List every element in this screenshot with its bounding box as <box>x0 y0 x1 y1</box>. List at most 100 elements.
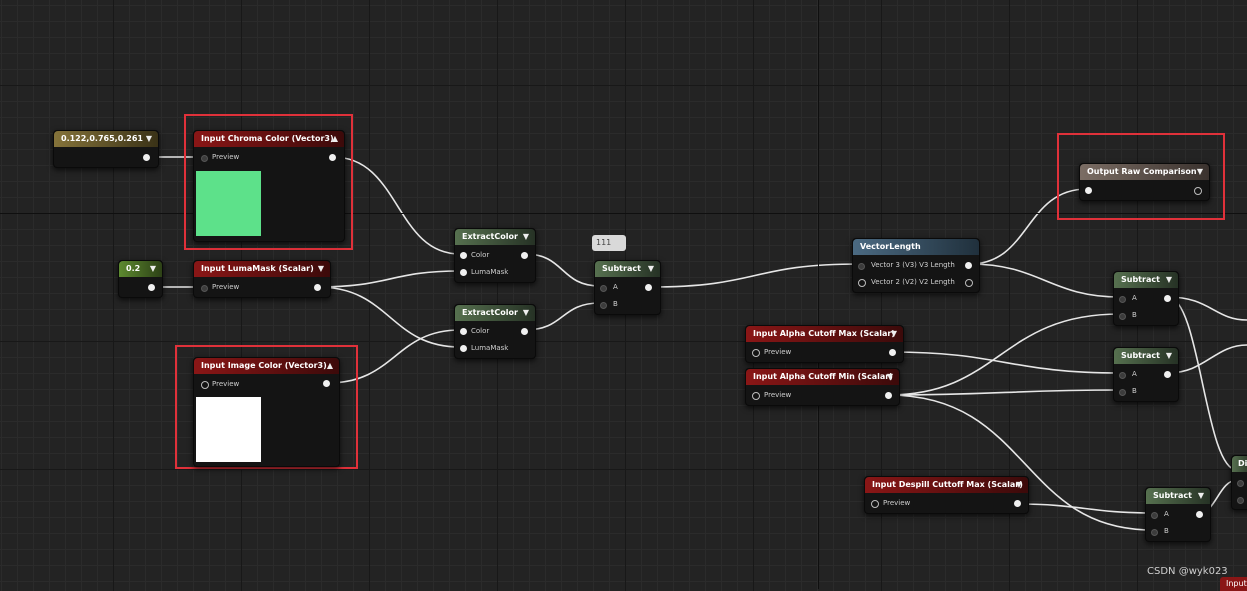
input-pin-b[interactable] <box>1151 529 1158 536</box>
node-header[interactable]: Di <box>1232 456 1247 472</box>
node-input-chroma-color[interactable]: Input Chroma Color (Vector3)▲ Preview <box>193 130 345 242</box>
input-pin-a[interactable] <box>1151 512 1158 519</box>
node-header[interactable]: Subtract▼ <box>1114 272 1178 288</box>
node-output-raw-comparison[interactable]: Output Raw Comparison▼ <box>1079 163 1210 201</box>
node-header[interactable]: Subtract▼ <box>1114 348 1178 364</box>
node-divide-partial[interactable]: Di <box>1231 455 1247 510</box>
node-header[interactable]: Input Alpha Cutoff Max (Scalar)▼ <box>746 326 903 342</box>
output-pin[interactable] <box>885 392 892 399</box>
node-subtract-r3[interactable]: Subtract▼ A B <box>1145 487 1211 542</box>
collapse-arrow-icon[interactable]: ▼ <box>890 329 897 338</box>
output-pin[interactable] <box>148 284 155 291</box>
pin-label-lumamask: LumaMask <box>471 268 509 276</box>
preview-label: Preview <box>212 283 240 291</box>
collapse-arrow-icon[interactable]: ▼ <box>522 308 529 317</box>
input-pin-a[interactable] <box>1237 480 1244 487</box>
output-pin[interactable] <box>521 252 528 259</box>
output-pin[interactable] <box>521 328 528 335</box>
node-header[interactable]: Output Raw Comparison▼ <box>1080 164 1209 180</box>
node-partial-bottom-right[interactable]: Input <box>1220 577 1247 591</box>
highlight-output <box>1057 133 1225 220</box>
node-header[interactable]: 0.2▼ <box>119 261 162 277</box>
collapse-arrow-icon[interactable]: ▼ <box>1015 480 1022 489</box>
node-constant-vector[interactable]: 0.122,0.765,0.261▼ <box>53 130 159 168</box>
node-header[interactable]: Subtract▼ <box>1146 488 1210 504</box>
input-pin-color[interactable] <box>460 328 467 335</box>
output-pin[interactable] <box>329 154 336 161</box>
node-subtract-main[interactable]: Subtract▼ A B <box>594 260 661 315</box>
node-input-alpha-cutoff-max[interactable]: Input Alpha Cutoff Max (Scalar)▼ Preview <box>745 325 904 363</box>
output-pin[interactable] <box>889 349 896 356</box>
node-constant-scalar[interactable]: 0.2▼ <box>118 260 163 298</box>
input-pin-lumamask[interactable] <box>460 269 467 276</box>
input-pin[interactable] <box>1085 187 1092 194</box>
input-pin-b[interactable] <box>1119 389 1126 396</box>
output-pin[interactable] <box>1194 187 1202 195</box>
comment-bubble[interactable]: 111 <box>592 235 626 251</box>
node-header[interactable]: VectorLength <box>853 239 979 255</box>
output-pin[interactable] <box>143 154 150 161</box>
output-pin[interactable] <box>645 284 652 291</box>
wire-image-to-extract2-color <box>327 329 461 384</box>
input-pin-v3[interactable] <box>858 263 865 270</box>
input-pin[interactable] <box>752 392 760 400</box>
input-pin[interactable] <box>201 285 208 292</box>
input-pin-a[interactable] <box>1119 296 1126 303</box>
input-pin[interactable] <box>871 500 879 508</box>
node-header[interactable]: ExtractColor▼ <box>455 229 535 245</box>
input-pin-lumamask[interactable] <box>460 345 467 352</box>
expand-arrow-icon[interactable]: ▲ <box>326 361 333 370</box>
output-pin[interactable] <box>1164 371 1171 378</box>
input-pin-color[interactable] <box>460 252 467 259</box>
node-header[interactable]: ExtractColor▼ <box>455 305 535 321</box>
node-title: Output Raw Comparison <box>1087 167 1197 176</box>
node-extract-color-1[interactable]: ExtractColor▼ Color LumaMask <box>454 228 536 283</box>
node-title: Input Image Color (Vector3) <box>201 361 327 370</box>
node-vector-length[interactable]: VectorLength Vector 3 (V3) V3 Length Vec… <box>852 238 980 293</box>
node-input-image-color[interactable]: Input Image Color (Vector3)▲ Preview <box>193 357 340 467</box>
pin-label-a: A <box>613 283 618 291</box>
collapse-arrow-icon[interactable]: ▼ <box>1196 167 1203 176</box>
node-header[interactable]: Input Chroma Color (Vector3)▲ <box>194 131 344 147</box>
input-pin[interactable] <box>201 155 208 162</box>
collapse-arrow-icon[interactable]: ▼ <box>149 264 156 273</box>
node-header[interactable]: Input Image Color (Vector3)▲ <box>194 358 339 374</box>
output-pin-v3-length[interactable] <box>965 262 972 269</box>
collapse-arrow-icon[interactable]: ▼ <box>647 264 654 273</box>
collapse-arrow-icon[interactable]: ▼ <box>1165 351 1172 360</box>
output-pin[interactable] <box>314 284 321 291</box>
output-pin-v2-length[interactable] <box>965 279 973 287</box>
preview-label: Preview <box>764 391 792 399</box>
input-pin-b[interactable] <box>600 302 607 309</box>
input-pin-a[interactable] <box>600 285 607 292</box>
node-extract-color-2[interactable]: ExtractColor▼ Color LumaMask <box>454 304 536 359</box>
node-subtract-r2[interactable]: Subtract▼ A B <box>1113 347 1179 402</box>
collapse-arrow-icon[interactable]: ▼ <box>145 134 152 143</box>
input-pin[interactable] <box>752 349 760 357</box>
collapse-arrow-icon[interactable]: ▼ <box>1165 275 1172 284</box>
output-pin[interactable] <box>323 380 330 387</box>
node-input-alpha-cutoff-min[interactable]: Input Alpha Cutoff Min (Scalar)▼ Preview <box>745 368 900 406</box>
node-header[interactable]: Input Alpha Cutoff Min (Scalar)▼ <box>746 369 899 385</box>
collapse-arrow-icon[interactable]: ▼ <box>1197 491 1204 500</box>
input-pin[interactable] <box>201 381 209 389</box>
node-header[interactable]: Input Despill Cuttoff Max (Scalar)▼ <box>865 477 1028 493</box>
collapse-arrow-icon[interactable]: ▼ <box>886 372 893 381</box>
expand-arrow-icon[interactable]: ▲ <box>331 134 338 143</box>
node-header[interactable]: Subtract▼ <box>595 261 660 277</box>
highlight-chroma <box>184 114 353 250</box>
node-input-despill-cutoff-max[interactable]: Input Despill Cuttoff Max (Scalar)▼ Prev… <box>864 476 1029 514</box>
node-header[interactable]: 0.122,0.765,0.261▼ <box>54 131 158 147</box>
input-pin-a[interactable] <box>1119 372 1126 379</box>
output-pin[interactable] <box>1164 295 1171 302</box>
input-pin-v2[interactable] <box>858 279 866 287</box>
input-pin-b[interactable] <box>1237 497 1244 504</box>
collapse-arrow-icon[interactable]: ▼ <box>522 232 529 241</box>
collapse-arrow-icon[interactable]: ▼ <box>317 264 324 273</box>
node-subtract-r1[interactable]: Subtract▼ A B <box>1113 271 1179 326</box>
node-header[interactable]: Input LumaMask (Scalar)▼ <box>194 261 330 277</box>
input-pin-b[interactable] <box>1119 313 1126 320</box>
node-input-lumamask[interactable]: Input LumaMask (Scalar)▼ Preview <box>193 260 331 298</box>
output-pin[interactable] <box>1014 500 1021 507</box>
output-pin[interactable] <box>1196 511 1203 518</box>
